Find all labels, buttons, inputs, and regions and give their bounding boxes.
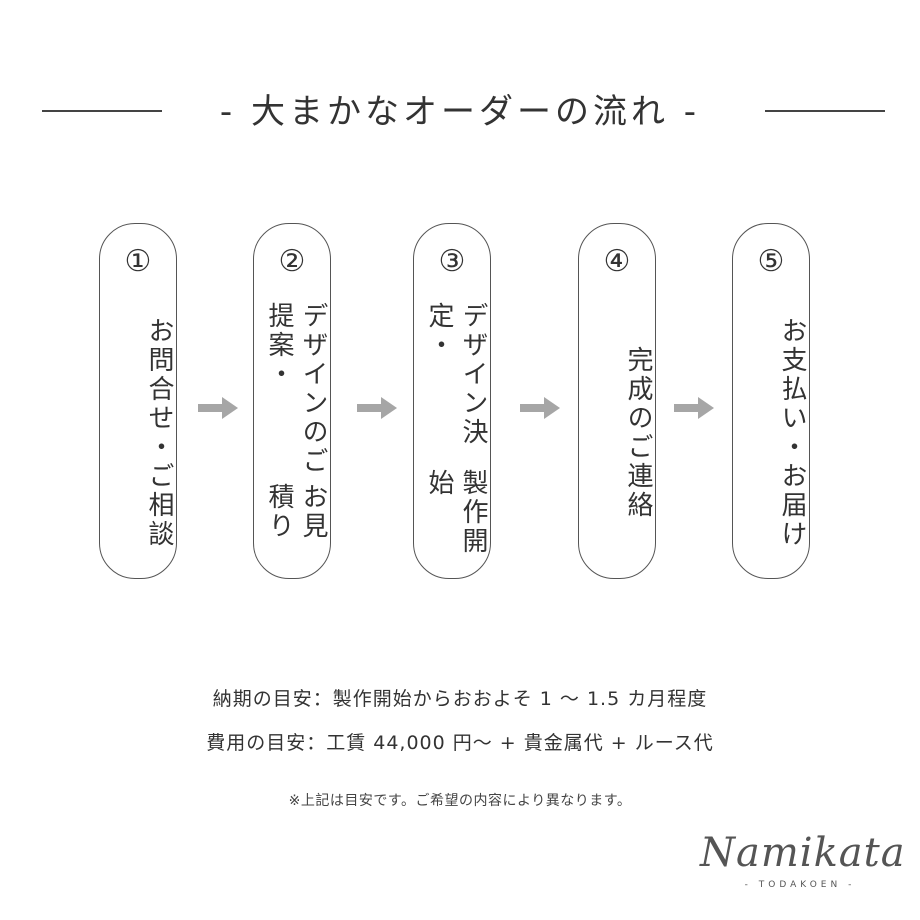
step-label: お問合せ・ご相談 [100,302,176,564]
step-number: ② [278,244,306,279]
step-3-card: ③ デザイン決定・ 製作開始 [413,223,491,579]
title-rule-right [765,110,885,112]
step-4-card: ④ 完成のご連絡 [578,223,656,579]
title-rule-left [42,110,162,112]
step-label-line: お問合せ・ご相談 [144,317,174,549]
step-number: ① [124,244,152,279]
step-label-line: デザイン決定・ [424,302,488,447]
step-number: ③ [438,244,466,279]
logo-script: Namikata [700,830,906,876]
step-number: ⑤ [757,244,785,279]
delivery-estimate: 納期の目安：製作開始からおおよそ 1 〜 1.5 カ月程度 [212,688,708,710]
logo-subtitle: - TODAKOEN - [744,880,856,890]
step-number: ④ [603,244,631,279]
step-label-line: お見積り [264,483,328,542]
step-label: デザインのご提案・ お見積り [254,302,330,564]
arrow-right-icon [520,397,560,419]
step-label: お支払い・ お届け [733,302,809,564]
step-5-card: ⑤ お支払い・ お届け [732,223,810,579]
step-label: 完成のご連絡 [579,302,655,564]
arrow-right-icon [198,397,238,419]
page-title: - 大まかなオーダーの流れ - [219,92,701,132]
arrow-right-icon [357,397,397,419]
step-label-line: 完成のご連絡 [623,346,653,520]
cost-estimate: 費用の目安：工賃 44,000 円〜 + 貴金属代 + ルース代 [206,732,714,754]
step-2-card: ② デザインのご提案・ お見積り [253,223,331,579]
step-label-line: 製作開始 [424,468,488,556]
step-1-card: ① お問合せ・ご相談 [99,223,177,579]
step-label-line: デザインのご提案・ [264,302,328,476]
step-label: デザイン決定・ 製作開始 [414,302,490,564]
brand-logo: Namikata - TODAKOEN - [700,830,906,900]
arrow-right-icon [674,397,714,419]
step-label-line: お支払い・ [777,317,807,462]
step-label-line: お届け [777,462,807,549]
disclaimer-note: ※上記は目安です。ご希望の内容により異なります。 [288,793,632,809]
